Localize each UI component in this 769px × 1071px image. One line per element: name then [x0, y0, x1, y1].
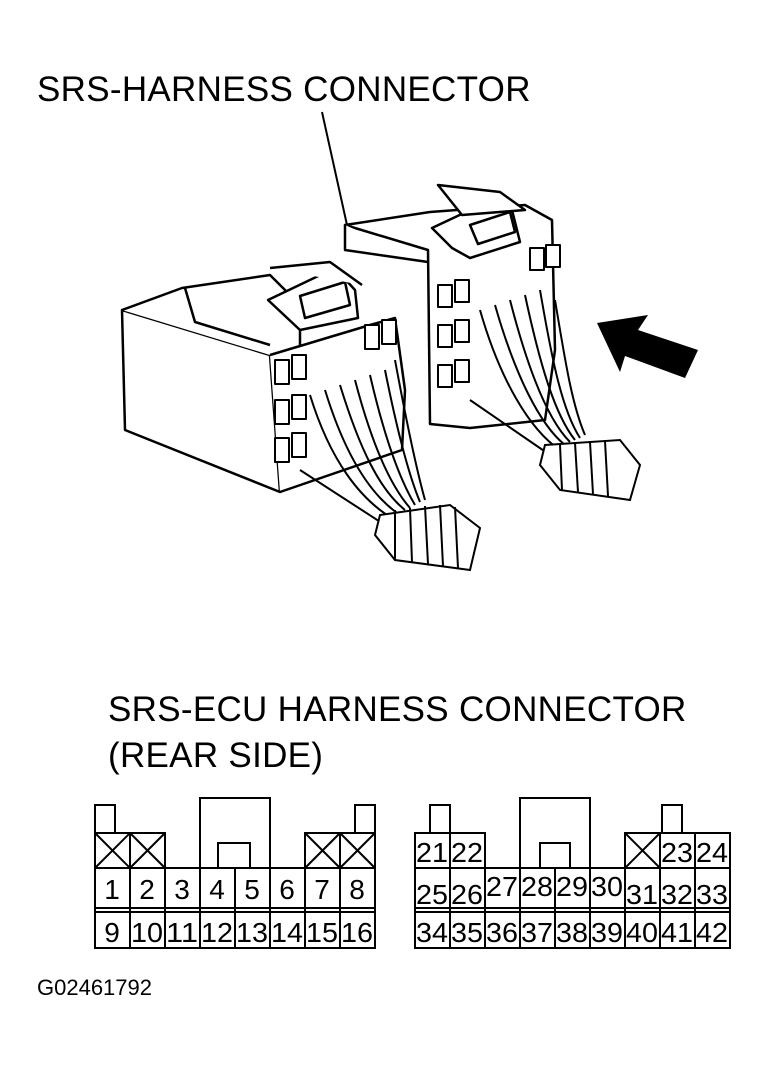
front-wire-bundle	[299, 359, 426, 526]
pin-label: 5	[244, 874, 260, 905]
pin-label: 32	[661, 879, 693, 910]
pin-label: 40	[626, 917, 658, 948]
left-ecu-connector	[94, 797, 376, 949]
pin-label: 30	[591, 871, 623, 902]
pin-label: 8	[349, 874, 365, 905]
pin-label: 10	[131, 917, 163, 948]
pin-label: 29	[556, 871, 588, 902]
pin-label: 26	[451, 879, 483, 910]
pin-label: 23	[661, 837, 693, 868]
srs-ecu-connector-title: SRS-ECU HARNESS CONNECTOR	[108, 690, 687, 729]
pin-label: 22	[451, 837, 483, 868]
rear-side-subtitle: (REAR SIDE)	[108, 736, 324, 775]
pin-label: 37	[521, 917, 553, 948]
rear-corrugated-tube	[538, 438, 642, 502]
pin-label: 41	[661, 917, 693, 948]
pin-label: 13	[236, 917, 268, 948]
pin-label: 38	[556, 917, 588, 948]
front-corrugated-tube	[373, 503, 482, 572]
pin-label: 4	[209, 874, 225, 905]
pin-label: 36	[486, 917, 518, 948]
pin-label: 42	[696, 917, 728, 948]
pin-label: 27	[486, 871, 518, 902]
pin-label: 14	[271, 917, 303, 948]
pin-label: 21	[416, 837, 448, 868]
pin-label: 9	[104, 917, 120, 948]
pin-label: 28	[521, 871, 553, 902]
pin-label: 35	[451, 917, 483, 948]
pin-label: 24	[696, 837, 728, 868]
pin-label: 16	[341, 917, 373, 948]
pin-label: 25	[416, 879, 448, 910]
figure-code: G02461792	[37, 975, 152, 1000]
srs-harness-connector-title: SRS-HARNESS CONNECTOR	[37, 70, 531, 109]
pin-label: 7	[314, 874, 330, 905]
left-pin-labels: 1 2 3 4 5 6 7 8 9 10 11 12 13 14 15 16	[104, 874, 373, 948]
pin-label: 31	[626, 879, 658, 910]
pin-label: 34	[416, 917, 448, 948]
rear-wire-bundle	[469, 289, 586, 456]
pin-label: 12	[201, 917, 233, 948]
pin-label: 6	[279, 874, 295, 905]
front-connector-body	[120, 260, 407, 494]
pin-label: 11	[166, 917, 198, 948]
view-direction-arrow-icon	[597, 315, 698, 378]
pin-label: 33	[696, 879, 728, 910]
pin-label: 3	[174, 874, 190, 905]
pin-label: 2	[139, 874, 155, 905]
right-pin-labels: 21 22 23 24 25 26 27 28 29 30 31 32 33 3…	[416, 837, 728, 948]
pin-label: 15	[306, 917, 338, 948]
right-ecu-connector	[414, 797, 731, 949]
pin-label: 39	[591, 917, 623, 948]
pin-label: 1	[104, 874, 120, 905]
leader-line	[321, 111, 348, 226]
